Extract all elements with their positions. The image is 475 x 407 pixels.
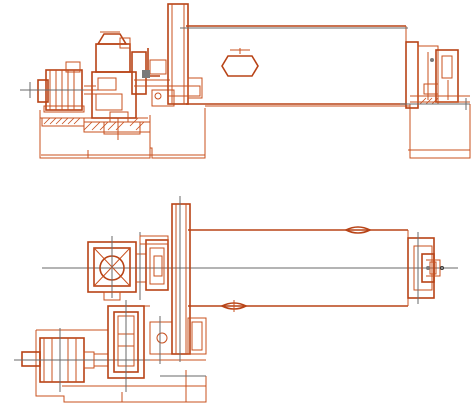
front-motor [20,61,100,113]
plan-pinion-housing [87,236,147,301]
front-pinion-stand [131,48,175,107]
plan-motor [14,328,150,392]
plan-girth-gear [171,196,207,362]
plan-gear-reducer [107,300,145,392]
front-foundation-hatching [41,117,151,133]
plan-view [14,196,458,403]
front-discharge-end [400,41,470,110]
front-mill-drum [180,25,408,105]
plan-pinion-bearing [139,232,173,364]
front-elevation-view [20,3,471,159]
front-girth-gear [167,3,203,105]
plan-discharge-end [407,232,444,304]
plan-mill-drum [188,226,409,312]
front-gear-reducer [84,31,141,135]
